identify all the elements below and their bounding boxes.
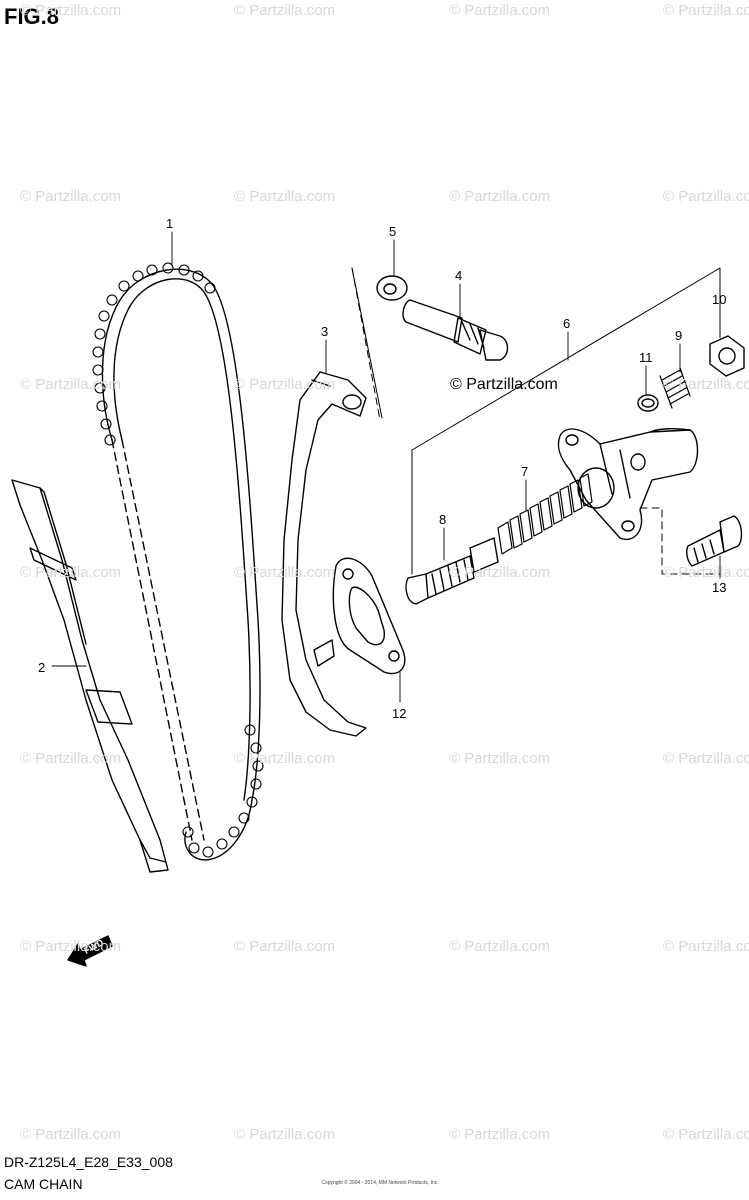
watermark: © Partzilla.com [663, 564, 749, 581]
watermark: © Partzilla.com [449, 1126, 551, 1143]
watermark: © Partzilla.com [663, 2, 749, 19]
callout-10: 10 [712, 292, 726, 307]
watermark: © Partzilla.com [20, 564, 122, 581]
o-ring-part-11[interactable] [637, 394, 659, 412]
watermark: © Partzilla.com [663, 750, 749, 767]
group-bracket-lines [351, 267, 721, 575]
watermark: © Partzilla.com [449, 938, 551, 955]
watermark: © Partzilla.com [20, 1126, 122, 1143]
watermark: © Partzilla.com [20, 2, 122, 19]
watermark: © Partzilla.com [234, 750, 336, 767]
watermark: © Partzilla.com [449, 564, 551, 581]
watermark: © Partzilla.com [449, 2, 551, 19]
group-name-label: CAM CHAIN [4, 1176, 83, 1192]
watermark: © Partzilla.com [234, 938, 336, 955]
watermark: © Partzilla.com [449, 750, 551, 767]
bolt-part-4[interactable] [402, 299, 509, 361]
copyright-text: Copyright © 2004 - 2014, MM Network Prod… [321, 1180, 439, 1186]
watermark: © Partzilla.com [20, 188, 122, 205]
watermark: © Partzilla.com [663, 938, 749, 955]
watermark: © Partzilla.com [234, 564, 336, 581]
callout-2: 2 [38, 660, 45, 675]
nut-part-10[interactable] [709, 335, 745, 377]
model-code-label: DR-Z125L4_E28_E33_008 [4, 1154, 173, 1170]
watermark: © Partzilla.com [234, 188, 336, 205]
watermark: © Partzilla.com [663, 188, 749, 205]
watermark: © Partzilla.com [663, 376, 749, 393]
push-rod-part-8[interactable] [405, 537, 499, 605]
callout-9: 9 [675, 328, 682, 343]
watermark: © Partzilla.com [20, 376, 122, 393]
tensioner-body-part-6[interactable] [557, 427, 699, 541]
watermark: © Partzilla.com [234, 2, 336, 19]
callout-11: 11 [639, 350, 653, 365]
watermark: © Partzilla.com [234, 1126, 336, 1143]
figure-title: FIG.8 [4, 4, 60, 29]
forward-arrow-icon [67, 935, 113, 967]
gasket-part-12[interactable] [332, 557, 406, 675]
leader-lines [51, 231, 721, 703]
bolt-part-13[interactable] [686, 515, 743, 567]
watermark: © Partzilla.com [20, 750, 122, 767]
callout-3: 3 [321, 324, 328, 339]
watermark: © Partzilla.com [663, 1126, 749, 1143]
spring-part-9[interactable] [659, 367, 691, 409]
callout-13: 13 [712, 580, 726, 595]
callout-6: 6 [563, 316, 570, 331]
watermark: © Partzilla.com [20, 938, 122, 955]
chain-guide-part-2[interactable] [11, 479, 169, 873]
inline-watermark: © Partzilla.com [450, 376, 558, 393]
washer-part-5[interactable] [376, 275, 408, 301]
callout-4: 4 [455, 268, 462, 283]
tensioner-guide-part-3[interactable] [281, 371, 367, 737]
callout-7: 7 [521, 464, 528, 479]
callout-1: 1 [166, 216, 173, 231]
cam-chain-part-1[interactable] [92, 262, 264, 861]
spring-part-7[interactable] [497, 473, 593, 555]
watermark: © Partzilla.com [449, 188, 551, 205]
callout-5: 5 [389, 224, 396, 239]
callout-8: 8 [439, 512, 446, 527]
watermark: © Partzilla.com [234, 376, 336, 393]
callout-12: 12 [392, 706, 406, 721]
